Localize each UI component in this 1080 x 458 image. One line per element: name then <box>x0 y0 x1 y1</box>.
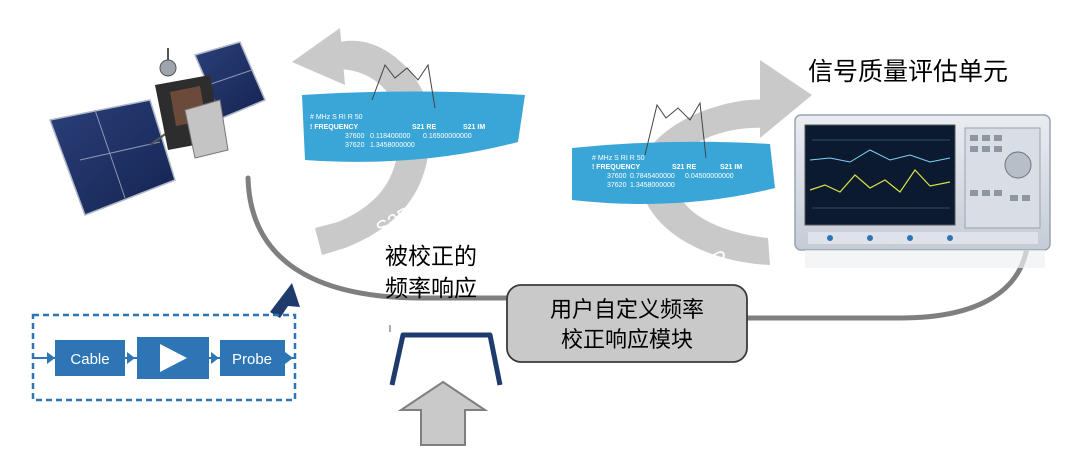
s2p-left-row1-re: 0.118400000 <box>370 133 410 140</box>
satellite-image <box>48 41 266 216</box>
s2p-left-col-re: S21 RE <box>412 124 436 131</box>
s2p-left-row1-im: 0.16500000000 <box>423 133 472 140</box>
s2p-left-col-im: S21 IM <box>463 124 485 131</box>
cable-label: Cable <box>70 351 109 368</box>
s2p-data-card-left <box>302 63 525 162</box>
chain-arrowhead-4 <box>285 352 293 364</box>
s2p-left-col-freq: ! FREQUENCY <box>310 124 359 131</box>
s2p-right-col-im: S21 IM <box>720 164 742 171</box>
s2p-left-header: # MHz S RI R 50 <box>310 114 363 121</box>
chain-arrowhead-3 <box>211 352 219 364</box>
s2p-right-header: # MHz S RI R 50 <box>592 155 645 162</box>
s2p-right-row1-re: 0.7845400000 <box>630 173 675 180</box>
s2p-right-col-re: S21 RE <box>672 164 696 171</box>
module-label-line1: 用户自定义频率 <box>550 298 704 323</box>
corrected-response-label-line1: 被校正的 <box>385 244 477 270</box>
corrected-response-label-line2: 频率响应 <box>385 276 477 302</box>
s2p-arrow-right <box>640 60 812 266</box>
chain-arrowhead-2 <box>127 352 135 364</box>
correction-module-box <box>506 284 748 363</box>
s2p-left-row1-freq: 37600 <box>345 133 365 140</box>
s2p-left-row2-re: 1.3458000000 <box>370 142 415 149</box>
s2p-right-col-freq: ! FREQUENCY <box>592 164 641 171</box>
probe-block <box>220 340 285 376</box>
s2p-data-card-right <box>572 101 775 204</box>
s2p-left-row2-freq: 37620 <box>345 142 365 149</box>
up-right-arrow <box>270 283 300 318</box>
s2p-right-row1-freq: 37600 <box>607 173 627 180</box>
frequency-response-shape <box>389 332 503 386</box>
play-triangle-icon <box>160 344 187 372</box>
s2p-right-row1-im: 0.04500000000 <box>685 173 734 180</box>
instrument-title: 信号质量评估单元 <box>808 57 1008 86</box>
probe-label: Probe <box>232 351 272 368</box>
cable-block <box>55 340 125 376</box>
input-up-arrow <box>397 380 489 446</box>
s2p-right-row2-freq: 37620 <box>607 182 627 189</box>
chain-arrowhead-1 <box>47 352 55 364</box>
signal-analyzer-instrument <box>794 114 1051 268</box>
s2p-right-row2-re: 1.3458000000 <box>630 182 675 189</box>
module-label-line2: 校正响应模块 <box>561 328 693 353</box>
